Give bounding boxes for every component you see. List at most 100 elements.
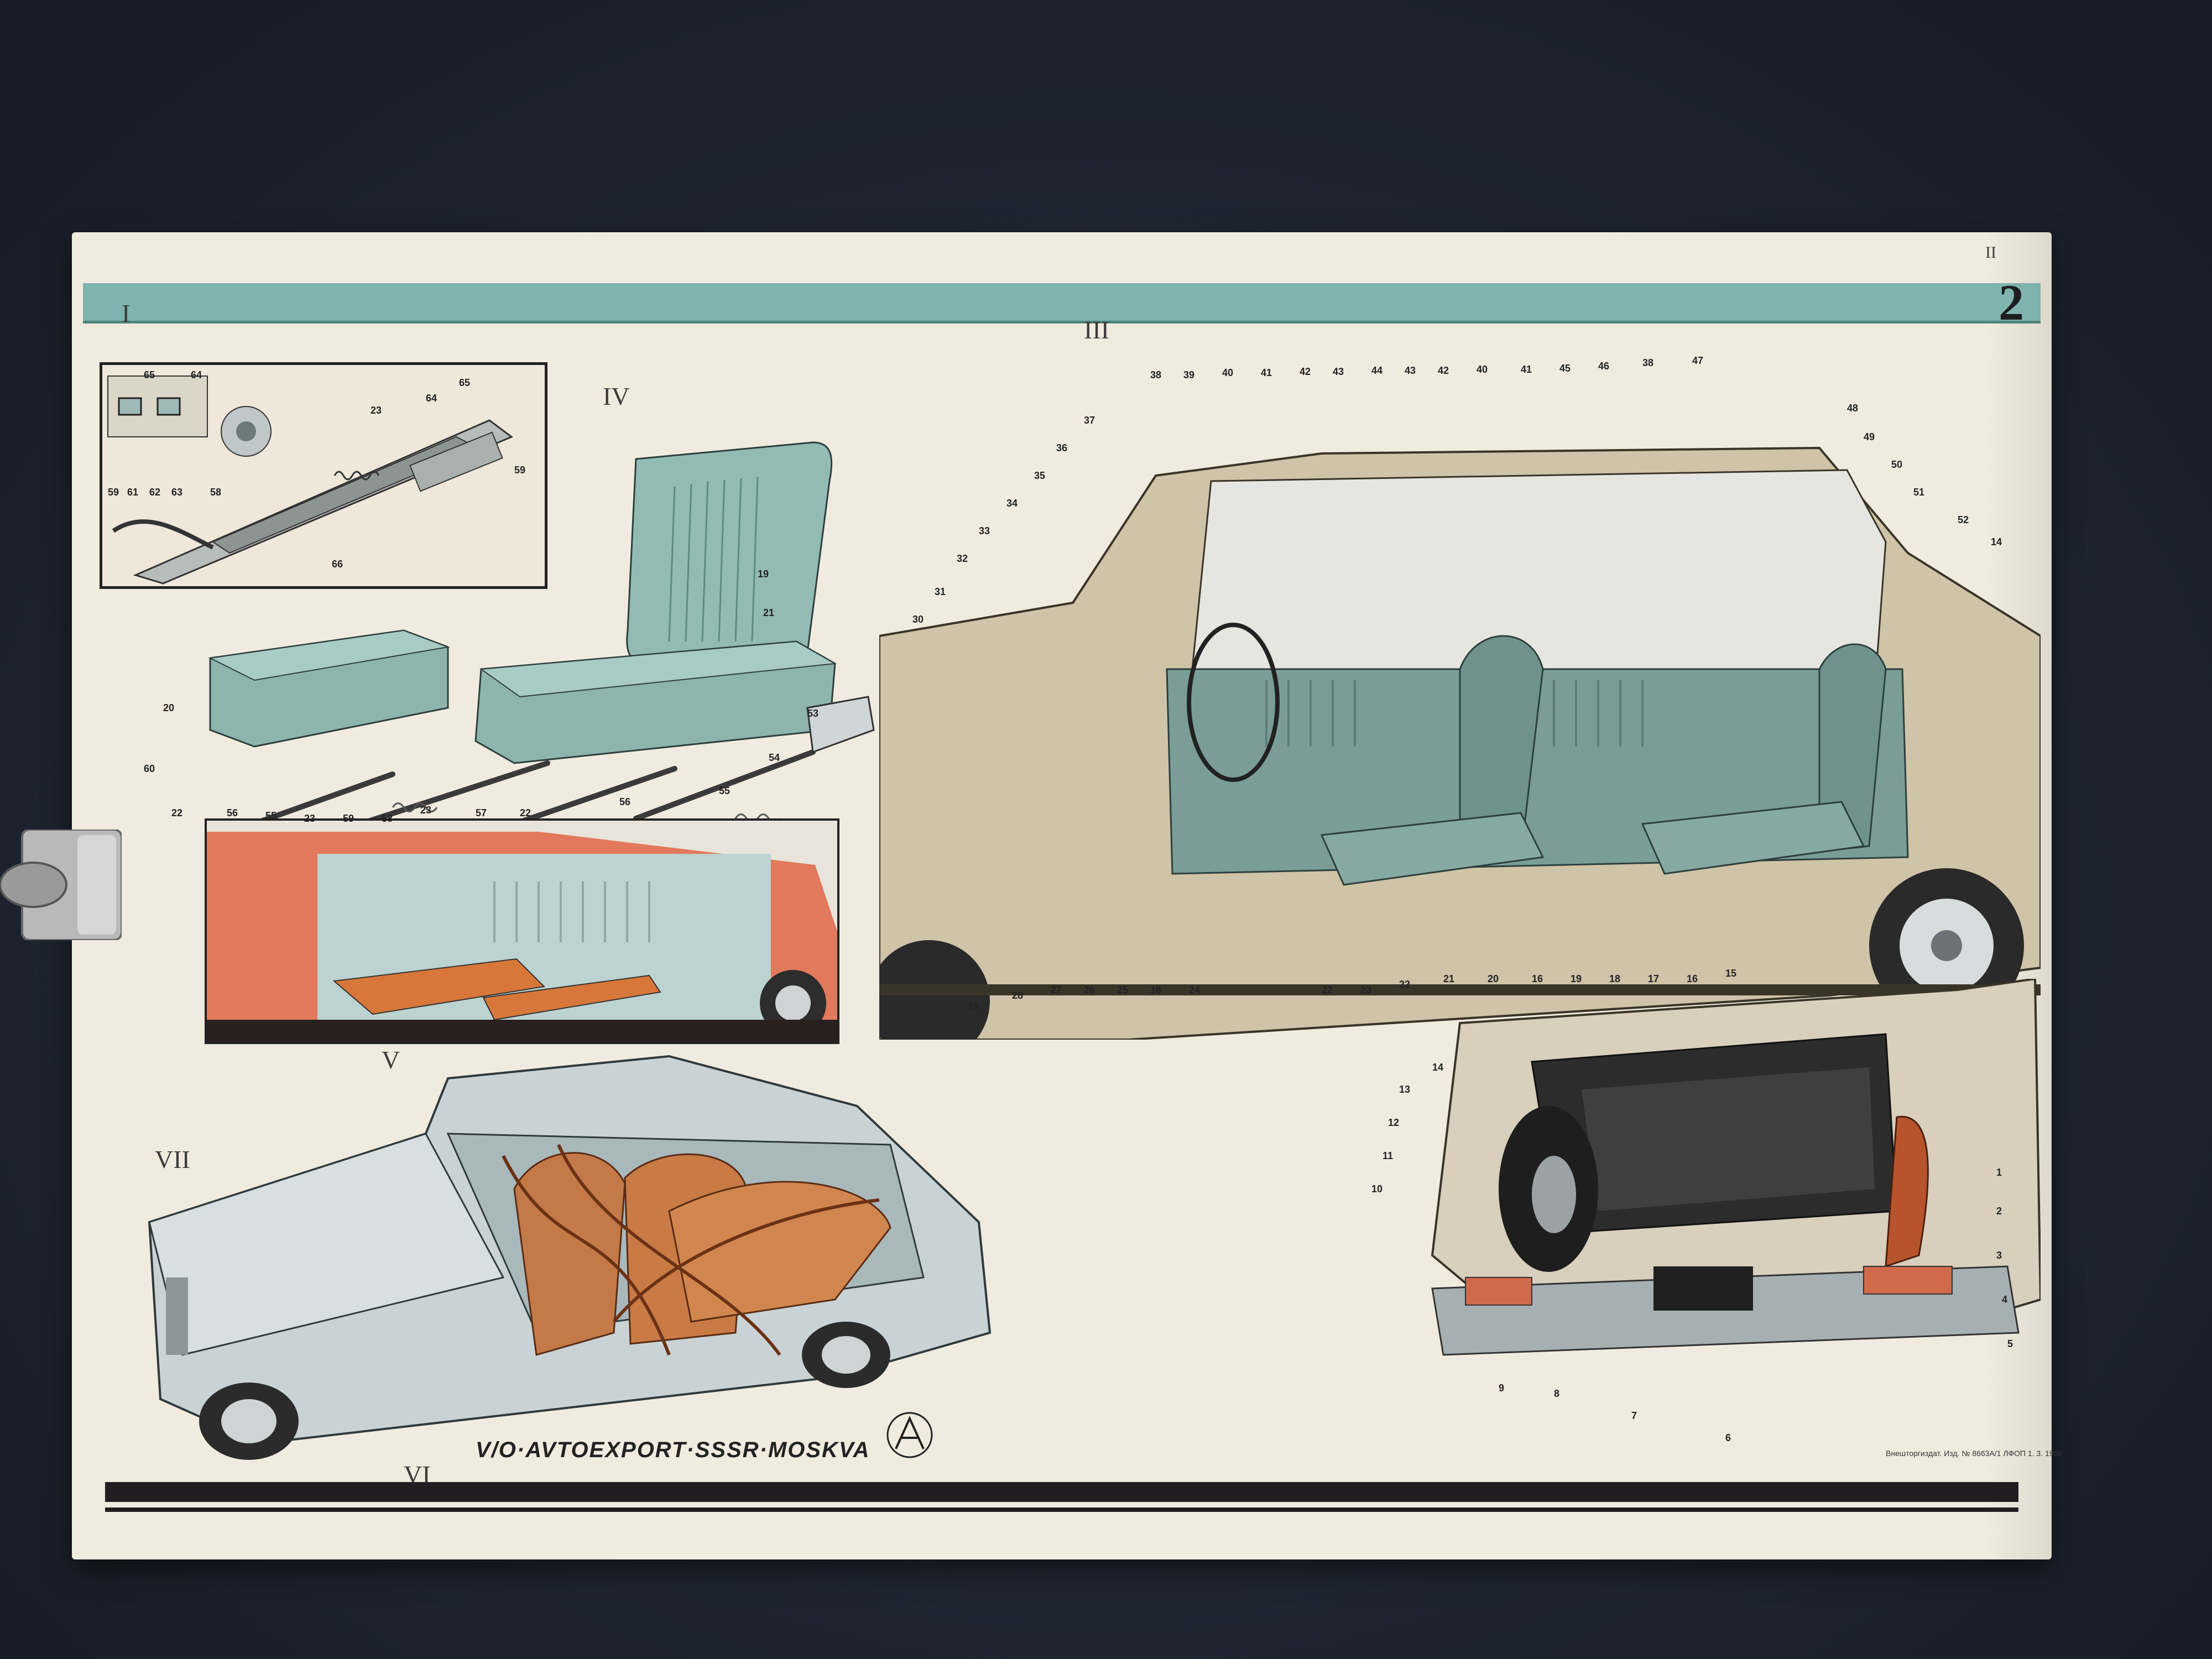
callout-trunk-9: 9 [1499, 1383, 1505, 1394]
callout-trunk-7: 7 [1631, 1410, 1637, 1421]
callout-seat-22b: 22 [520, 807, 531, 818]
trunk-open-illustration [1431, 979, 2041, 1356]
callout-int-22: 22 [1322, 984, 1333, 995]
callout-int-48: 48 [1847, 403, 1859, 414]
callout-inset-64: 64 [191, 369, 202, 380]
callout-int-16b: 16 [1687, 973, 1698, 984]
callout-int-42: 42 [1300, 366, 1311, 377]
callout-int-27: 27 [1051, 984, 1062, 995]
callout-trunk-5: 5 [2007, 1338, 2013, 1349]
callout-int-44: 44 [1371, 365, 1383, 376]
callout-int-36: 36 [1056, 442, 1068, 453]
callout-int-26: 26 [1084, 984, 1095, 995]
callout-seat-20: 20 [163, 702, 175, 713]
callout-trunk-10: 10 [1371, 1183, 1383, 1194]
callout-int-47: 47 [1692, 355, 1704, 366]
label-roman-3: III [1084, 316, 1109, 344]
callout-int-49: 49 [1864, 431, 1875, 442]
callout-trunk-14: 14 [1432, 1062, 1444, 1073]
label-roman-2: II [1985, 243, 1996, 262]
callout-int-22b: 22 [1399, 979, 1411, 990]
callout-seat-56b: 56 [619, 796, 631, 807]
callout-trunk-11: 11 [1383, 1150, 1394, 1161]
callout-inset-62: 62 [149, 487, 161, 498]
callout-seat-59: 59 [343, 813, 354, 824]
callout-inset-59b: 59 [514, 465, 526, 476]
callout-int-24: 24 [1189, 984, 1201, 995]
callout-trunk-6: 6 [1725, 1432, 1731, 1443]
callout-int-30: 30 [912, 614, 924, 625]
callout-int-18: 18 [1150, 984, 1162, 995]
beige-car-interior-cutaway [879, 446, 2041, 1040]
callout-inset-65: 65 [144, 369, 155, 380]
callout-int-38b: 38 [1642, 357, 1654, 368]
callout-int-29: 29 [968, 1001, 979, 1012]
callout-seat-58: 58 [382, 813, 393, 824]
callout-int-16: 16 [1532, 973, 1543, 984]
callout-seat-54: 54 [769, 752, 780, 763]
seats-illustration [208, 441, 875, 832]
callout-inset-58: 58 [210, 487, 222, 498]
callout-int-33: 33 [979, 525, 990, 536]
callout-int-40: 40 [1222, 367, 1234, 378]
callout-seat-23b: 23 [420, 805, 432, 816]
callout-int-39: 39 [1183, 369, 1195, 380]
callout-seat-21: 21 [763, 607, 775, 618]
callout-inset-65b: 65 [459, 377, 471, 388]
callout-trunk-13: 13 [1399, 1084, 1411, 1095]
callout-seat-57: 57 [476, 807, 487, 818]
callout-seat-55: 55 [265, 810, 277, 821]
callout-seat-55b: 55 [719, 785, 731, 796]
callout-int-40b: 40 [1477, 364, 1488, 375]
callout-inset-64b: 64 [426, 393, 437, 404]
callout-seat-23: 23 [304, 813, 316, 824]
callout-inset-66: 66 [332, 559, 343, 570]
callout-int-41: 41 [1261, 367, 1272, 378]
callout-int-17: 17 [1648, 973, 1660, 984]
callout-seat-56: 56 [227, 807, 238, 818]
binder-clip-icon [0, 830, 122, 940]
callout-int-14: 14 [1991, 536, 2002, 547]
footer-bar [105, 1482, 2018, 1502]
label-roman-4: IV [603, 382, 630, 410]
callout-int-51: 51 [1913, 487, 1925, 498]
callout-int-28: 28 [1012, 990, 1024, 1001]
callout-trunk-1: 1 [1996, 1167, 2002, 1178]
rail-mechanism-inset [100, 362, 547, 589]
footer-bar-thin [105, 1507, 2018, 1512]
callout-int-46: 46 [1598, 361, 1610, 372]
header-band-line [83, 321, 2041, 324]
callout-trunk-4: 4 [2002, 1294, 2008, 1305]
callout-int-43b: 43 [1405, 365, 1416, 376]
label-roman-7: VII [155, 1145, 190, 1173]
grey-car-seatbelts-illustration [148, 1055, 992, 1460]
callout-inset-63: 63 [171, 487, 183, 498]
callout-int-31: 31 [935, 586, 946, 597]
imprint-text: Внешторгиздат. Изд. № 8663А/1 ЛФОП 1. 3.… [1886, 1449, 2063, 1458]
red-interior-illustration [207, 821, 837, 1042]
callout-trunk-3: 3 [1996, 1250, 2002, 1261]
label-roman-1: I [122, 299, 131, 327]
callout-int-21: 21 [1443, 973, 1455, 984]
callout-int-35: 35 [1034, 470, 1046, 481]
sheet-number: 2 [1999, 274, 2024, 331]
callout-int-19: 19 [1571, 973, 1582, 984]
callout-int-42b: 42 [1438, 365, 1449, 376]
header-band [83, 283, 2041, 322]
callout-int-41b: 41 [1521, 364, 1532, 375]
callout-int-37: 37 [1084, 415, 1095, 426]
poster-sheet: I II III IV V VI VII 2 [72, 232, 2062, 1559]
callout-int-32: 32 [957, 553, 968, 564]
callout-int-50: 50 [1891, 459, 1903, 470]
callout-int-34: 34 [1006, 498, 1018, 509]
callout-int-23: 23 [1360, 984, 1372, 995]
callout-int-52: 52 [1958, 514, 1969, 525]
panel-v-red-interior [205, 818, 839, 1044]
callout-int-43: 43 [1333, 366, 1344, 377]
label-roman-5: V [382, 1046, 400, 1074]
callout-int-45: 45 [1559, 363, 1571, 374]
callout-int-20: 20 [1488, 973, 1499, 984]
callout-trunk-2: 2 [1996, 1206, 2002, 1217]
callout-int-25: 25 [1117, 984, 1129, 995]
callout-int-38: 38 [1150, 369, 1162, 380]
